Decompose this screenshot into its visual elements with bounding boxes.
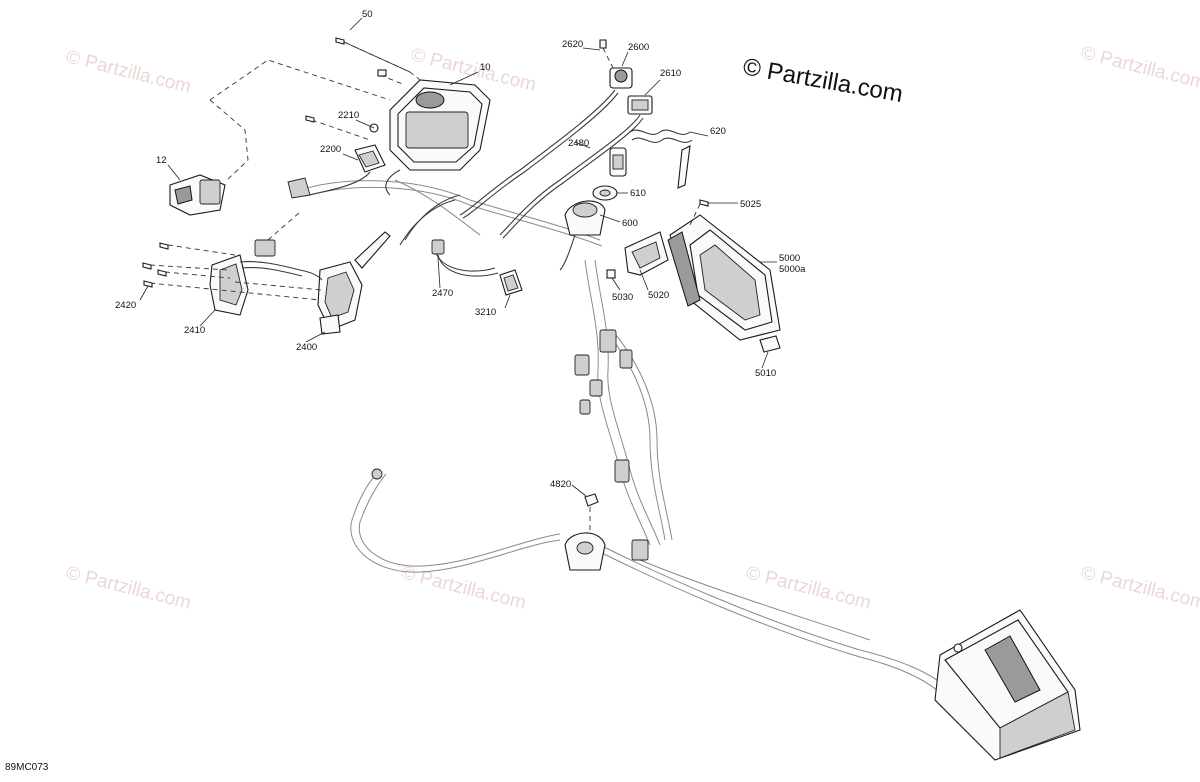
part-5010-grommet[interactable] bbox=[759, 335, 781, 353]
battery-box bbox=[934, 609, 1081, 761]
part-2400-switch-assembly[interactable] bbox=[317, 231, 391, 335]
callout-2480[interactable]: 2480 bbox=[568, 138, 589, 149]
part-5020-bracket[interactable] bbox=[624, 231, 669, 276]
main-wiring-harness bbox=[299, 179, 951, 699]
part-5000-ecm[interactable] bbox=[667, 214, 781, 341]
part-12-sensor[interactable] bbox=[169, 174, 226, 216]
ground-terminal bbox=[564, 532, 606, 571]
copyright-label: © Partzilla.com bbox=[741, 53, 905, 108]
callout-2610[interactable]: 2610 bbox=[660, 68, 681, 79]
callout-leaders bbox=[139, 17, 777, 497]
callout-5000a[interactable]: 5000a bbox=[779, 264, 806, 275]
part-2470-harness[interactable] bbox=[399, 194, 499, 277]
callout-2600[interactable]: 2600 bbox=[628, 42, 649, 53]
part-600-switch[interactable] bbox=[559, 200, 606, 271]
part-4820-nut[interactable] bbox=[584, 493, 599, 507]
callout-3210[interactable]: 3210 bbox=[475, 307, 496, 318]
callout-5030[interactable]: 5030 bbox=[612, 292, 633, 303]
callout-2620[interactable]: 2620 bbox=[562, 39, 583, 50]
callout-labels: 50 10 2210 2200 12 2620 2600 2610 620 24… bbox=[115, 9, 806, 490]
diagram-code: 89MC073 bbox=[5, 762, 49, 773]
switch-cable bbox=[239, 239, 323, 281]
watermark-layer: © Partzilla.com © Partzilla.com © Partzi… bbox=[64, 42, 1200, 613]
part-2410-housing[interactable] bbox=[209, 254, 249, 316]
watermark-text: © Partzilla.com bbox=[64, 46, 193, 97]
part-5025-screw[interactable] bbox=[699, 199, 709, 207]
part-2480-harness[interactable] bbox=[459, 89, 644, 239]
callout-2400[interactable]: 2400 bbox=[296, 342, 317, 353]
part-2200-connector[interactable] bbox=[309, 144, 386, 196]
harness-plug-left bbox=[287, 177, 311, 199]
callout-4820[interactable]: 4820 bbox=[550, 479, 571, 490]
callout-2410[interactable]: 2410 bbox=[184, 325, 205, 336]
callout-600[interactable]: 600 bbox=[622, 218, 638, 229]
callout-2470[interactable]: 2470 bbox=[432, 288, 453, 299]
callout-2200[interactable]: 2200 bbox=[320, 144, 341, 155]
watermark-text: © Partzilla.com bbox=[64, 562, 193, 613]
callout-2420[interactable]: 2420 bbox=[115, 300, 136, 311]
part-610-nut[interactable] bbox=[592, 185, 618, 201]
part-5030-nut[interactable] bbox=[606, 269, 616, 279]
watermark-text: © Partzilla.com bbox=[1079, 562, 1200, 613]
callout-5010[interactable]: 5010 bbox=[755, 368, 776, 379]
part-10-instrument-cluster[interactable] bbox=[385, 79, 491, 196]
callout-50[interactable]: 50 bbox=[362, 9, 373, 20]
callout-2210[interactable]: 2210 bbox=[338, 110, 359, 121]
part-2600-switch[interactable] bbox=[609, 67, 633, 89]
callout-5025[interactable]: 5025 bbox=[740, 199, 761, 210]
callout-5020[interactable]: 5020 bbox=[648, 290, 669, 301]
tether-switch-body bbox=[609, 147, 627, 177]
part-3210-connector[interactable] bbox=[499, 269, 523, 296]
watermark-text: © Partzilla.com bbox=[744, 562, 873, 613]
watermark-text: © Partzilla.com bbox=[1079, 42, 1200, 93]
watermark-text: © Partzilla.com bbox=[399, 562, 528, 613]
callout-620[interactable]: 620 bbox=[710, 126, 726, 137]
callout-5000[interactable]: 5000 bbox=[779, 253, 800, 264]
callout-10[interactable]: 10 bbox=[480, 62, 491, 73]
callout-610[interactable]: 610 bbox=[630, 188, 646, 199]
part-2610-connector[interactable] bbox=[627, 95, 653, 115]
part-620-coil-cord[interactable] bbox=[629, 129, 693, 189]
callout-12[interactable]: 12 bbox=[156, 155, 167, 166]
